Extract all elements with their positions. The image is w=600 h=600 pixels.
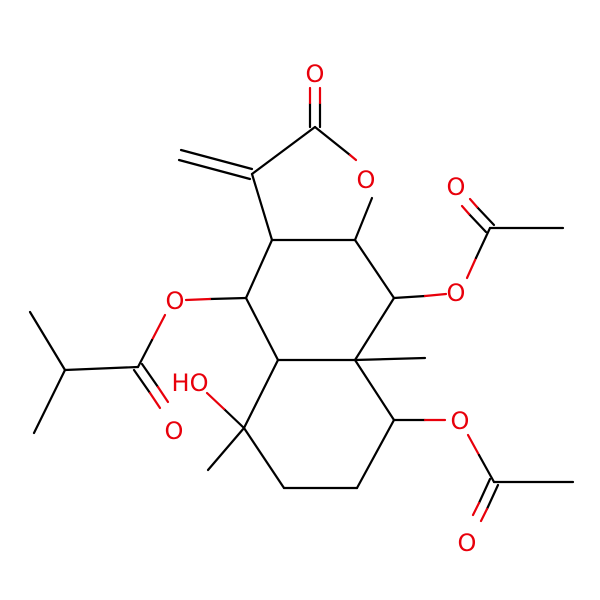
- bond: [150, 313, 167, 342]
- bond: [250, 172, 274, 242]
- bond: [467, 212, 488, 234]
- bond: [206, 426, 246, 472]
- bond: [392, 294, 427, 300]
- bond: [242, 358, 280, 430]
- oxygen-label: O: [165, 417, 184, 445]
- bond: [250, 125, 317, 176]
- bond: [32, 368, 67, 435]
- bond: [474, 226, 492, 260]
- bond: [208, 296, 248, 301]
- bond: [466, 433, 481, 457]
- bond: [465, 256, 478, 280]
- bond: [177, 158, 252, 181]
- bond: [353, 196, 374, 242]
- bond: [471, 501, 481, 517]
- bond: [468, 197, 479, 209]
- bond: [148, 391, 162, 410]
- oxygen-label: O: [451, 407, 470, 435]
- bond: [423, 292, 448, 298]
- bond: [136, 338, 154, 369]
- bond: [477, 477, 492, 505]
- bond: [348, 153, 358, 162]
- bond: [353, 296, 396, 362]
- bond: [179, 148, 254, 171]
- hydroxyl-label: HO: [172, 369, 209, 397]
- bond: [353, 238, 396, 300]
- bond: [477, 453, 496, 484]
- bond: [475, 205, 496, 227]
- atom-labels: O O O O O HO O O O: [165, 60, 477, 557]
- bond: [28, 310, 67, 372]
- oxygen-label: O: [357, 166, 376, 194]
- bond: [244, 238, 274, 300]
- bond: [313, 125, 352, 157]
- oxygen-label: O: [306, 60, 325, 88]
- bond: [355, 418, 396, 490]
- bond: [132, 368, 152, 395]
- oxygen-label: O: [166, 287, 185, 315]
- oxygen-label: O: [458, 529, 477, 557]
- bond: [485, 483, 500, 511]
- bond: [184, 297, 212, 302]
- bond: [140, 362, 160, 389]
- bond: [222, 407, 246, 430]
- bond: [244, 296, 280, 362]
- bond: [479, 507, 489, 523]
- bond: [242, 426, 286, 490]
- bond: [353, 356, 427, 362]
- bond: [156, 385, 170, 404]
- oxygen-label: O: [447, 173, 466, 201]
- bonds: [28, 86, 575, 523]
- bond: [63, 365, 140, 372]
- oxygen-label: O: [447, 279, 466, 307]
- bond: [460, 204, 471, 216]
- bond: [205, 391, 226, 411]
- bond: [353, 358, 396, 422]
